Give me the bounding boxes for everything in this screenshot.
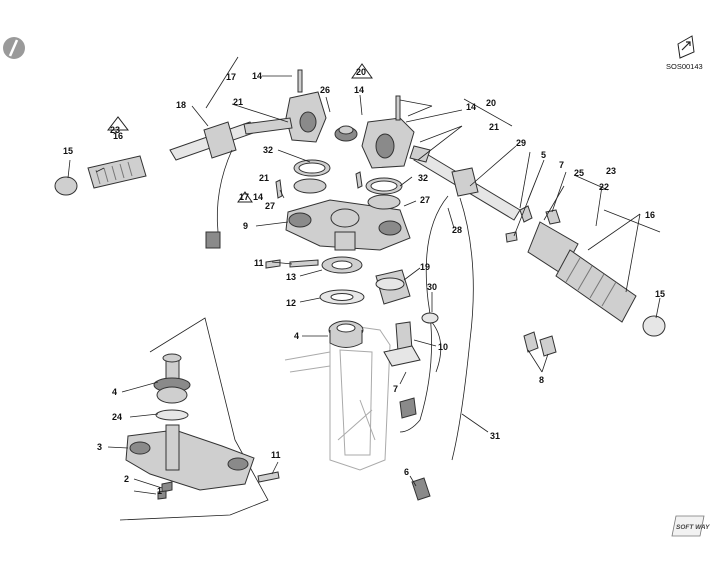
callout-label: 27 (420, 195, 430, 205)
drawing-code: SOS00143 (666, 62, 703, 71)
callout-label: 19 (420, 262, 430, 272)
recommended-part-icon-17 (237, 191, 253, 203)
callout-label: 26 (320, 85, 330, 95)
left-clip-on (285, 69, 327, 143)
callout-label: 32 (418, 173, 428, 183)
lower-yoke-group (119, 317, 280, 521)
callout-label: 1 (157, 486, 162, 496)
callout-label: 7 (559, 160, 564, 170)
right-clip-on (361, 95, 415, 169)
svg-text:SOFT WAY: SOFT WAY (676, 524, 710, 531)
callout-label: 6 (404, 467, 409, 477)
callout-label: 17 (239, 192, 249, 202)
callout-label: 13 (286, 272, 296, 282)
clamp-rings (293, 159, 403, 210)
right-handlebar (409, 145, 666, 337)
recommended-part-icon-23 (106, 116, 130, 131)
small-parts (375, 205, 561, 501)
callout-labels: 1 2 3 4 4 5 6 7 7 8 9 10 11 11 12 13 14 … (63, 67, 665, 496)
callout-label: 3 (97, 442, 102, 452)
callout-label: 32 (263, 145, 273, 155)
recommended-part-icon-20 (351, 63, 373, 79)
callout-label: 5 (541, 150, 546, 160)
steering-head-parts (289, 256, 365, 348)
callout-label: 24 (112, 412, 122, 422)
callout-label: 31 (490, 431, 500, 441)
callout-label: 7 (393, 384, 398, 394)
callout-label: 14 (466, 102, 476, 112)
callout-label: 18 (176, 100, 186, 110)
callout-label: 15 (63, 146, 73, 156)
callout-label: 20 (486, 98, 496, 108)
callout-label: 17 (226, 72, 236, 82)
callout-label: 21 (489, 122, 499, 132)
leader-lines (67, 56, 661, 495)
callout-label: 27 (265, 201, 275, 211)
section-marker-icon (3, 37, 25, 59)
callout-label: 15 (655, 289, 665, 299)
callout-label: 4 (112, 387, 117, 397)
callout-label: 16 (645, 210, 655, 220)
callout-label: 11 (254, 258, 264, 268)
bolts (265, 171, 518, 269)
callout-label: 8 (539, 375, 544, 385)
upper-yoke (285, 199, 411, 251)
callout-label: 20 (356, 67, 366, 77)
callout-label: 16 (113, 131, 123, 141)
callout-label: 25 (574, 168, 584, 178)
direction-arrow-icon (677, 35, 695, 59)
callout-label: 23 (606, 166, 616, 176)
callout-label: 12 (286, 298, 296, 308)
brand-logo: SOFT WAY (671, 515, 710, 537)
callout-label: 21 (233, 97, 243, 107)
cables (399, 195, 474, 461)
callout-label: 4 (294, 331, 299, 341)
callout-label: 22 (599, 182, 609, 192)
callout-label: 9 (243, 221, 248, 231)
callout-label: 28 (452, 225, 462, 235)
callout-label: 14 (253, 192, 263, 202)
left-handlebar (54, 117, 293, 249)
callout-label: 29 (516, 138, 526, 148)
callout-label: 11 (271, 450, 281, 460)
center-nut (334, 125, 358, 142)
callout-label: 30 (427, 282, 437, 292)
callout-label: 21 (259, 173, 269, 183)
callout-label: 2 (124, 474, 129, 484)
callout-label: 14 (252, 71, 262, 81)
callout-label: 14 (354, 85, 364, 95)
callout-label: 23 (110, 125, 120, 135)
callout-label: 10 (438, 342, 448, 352)
